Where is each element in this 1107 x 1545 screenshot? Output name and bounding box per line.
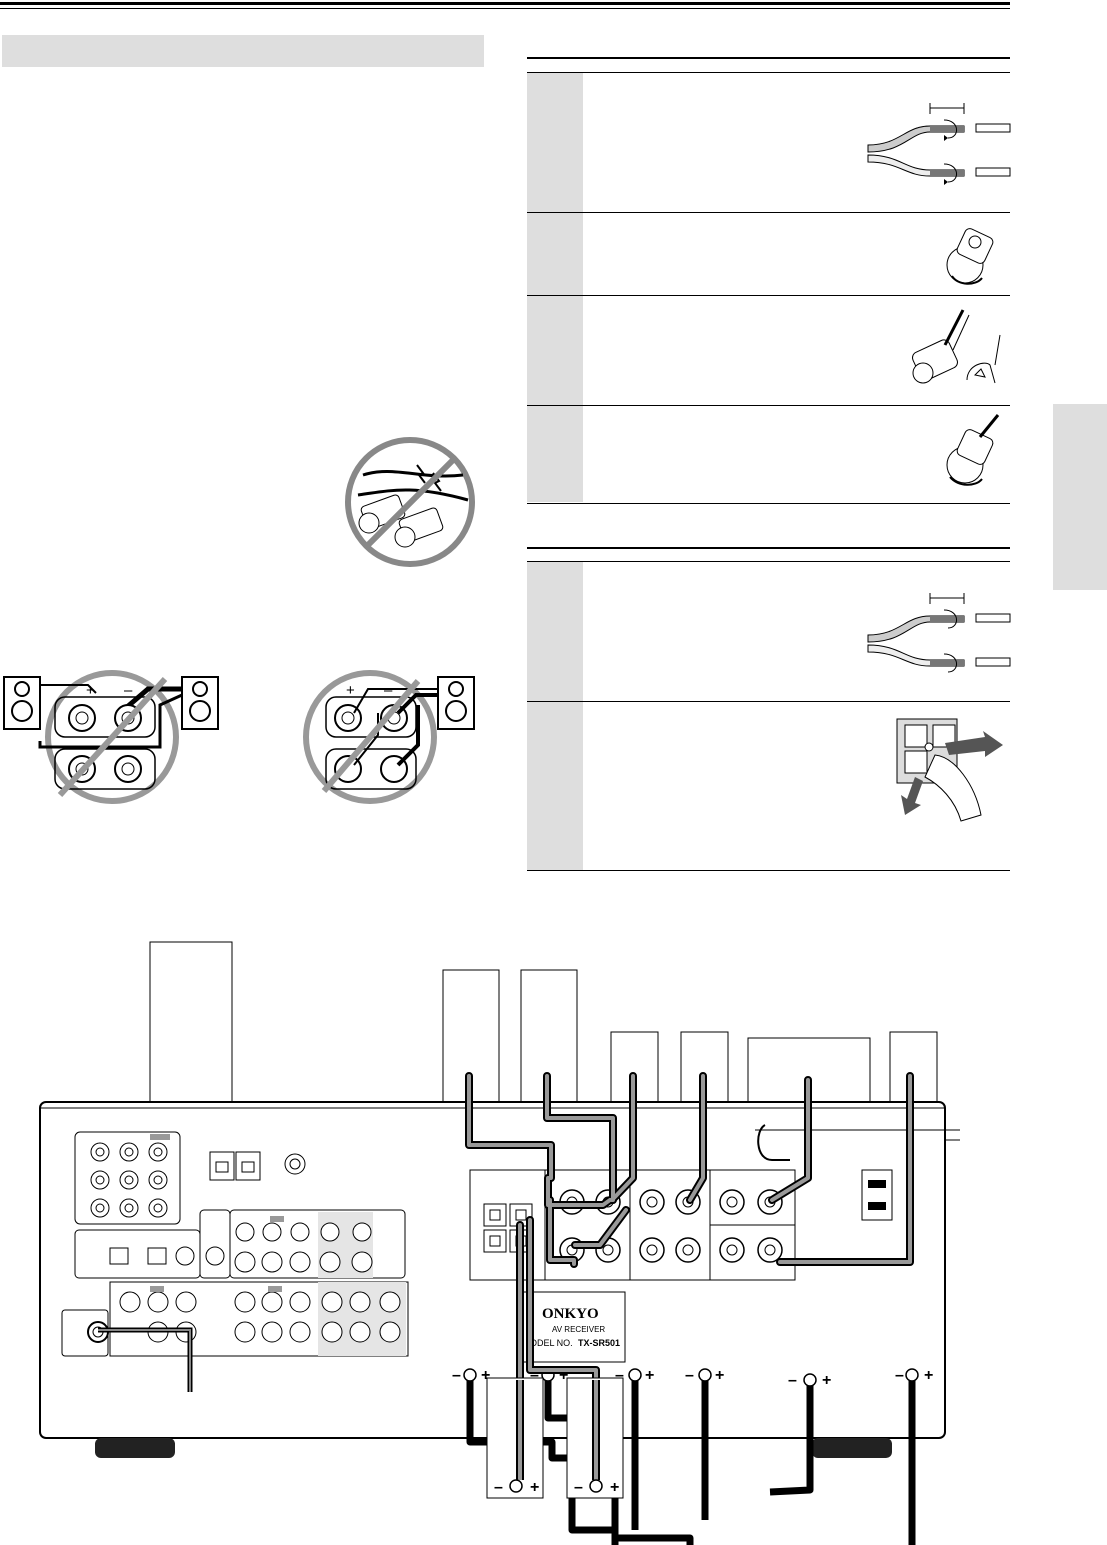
step-a1-number-cell	[527, 73, 583, 212]
step-a4-number-cell	[527, 406, 583, 502]
surround-back-minus: –	[895, 1367, 904, 1384]
no-short-circuit-illustration	[345, 437, 475, 567]
minus-label: –	[124, 682, 133, 699]
receiver-type-label: AV RECEIVER	[552, 1325, 605, 1334]
step-a1-separator	[527, 212, 1010, 213]
step-group-b-top-rule	[527, 547, 1010, 549]
step-b1-separator	[527, 701, 1010, 702]
minus-label-2: –	[384, 682, 393, 699]
step-group-a-bottom-rule	[527, 503, 1010, 504]
step-a3-number-cell	[527, 296, 583, 405]
step-b1-number-cell	[527, 562, 583, 701]
front-left-minus: –	[452, 1367, 461, 1384]
plus-label-2: +	[346, 682, 355, 699]
section-heading-bar	[2, 35, 484, 67]
header-rule-thin	[0, 8, 1010, 9]
surround-left-minus: –	[615, 1367, 624, 1384]
step-group-b-bottom-rule	[527, 870, 1010, 871]
front-left-plus: +	[481, 1367, 490, 1384]
rear-right-minus: –	[574, 1479, 583, 1496]
step-group-b-rule-2	[527, 561, 1010, 562]
rear-left-plus: +	[530, 1479, 539, 1496]
rear-left-minus: –	[494, 1479, 503, 1496]
model-prefix-label: ODEL NO.	[530, 1338, 573, 1348]
front-right-minus: –	[530, 1367, 539, 1384]
surround-right-minus: –	[685, 1367, 694, 1384]
brand-label: ONKYO	[542, 1306, 599, 1322]
surround-left-plus: +	[645, 1367, 654, 1384]
insert-wire-illustration	[912, 309, 1001, 384]
surround-right-plus: +	[715, 1367, 724, 1384]
surround-back-plus: +	[924, 1367, 933, 1384]
step-a2-separator	[527, 295, 1010, 296]
stripped-wire-illustration-b	[867, 593, 1011, 673]
step-a3-separator	[527, 405, 1010, 406]
step-group-a-top-rule	[527, 57, 1010, 59]
step-b2-number-cell	[527, 702, 583, 870]
rear-right-plus: +	[610, 1479, 619, 1496]
front-right-plus: +	[559, 1367, 568, 1384]
stripped-wire-illustration	[867, 103, 1011, 185]
terminal-unscrew-illustration	[946, 228, 994, 285]
step-group-a-rule-2	[527, 72, 1010, 73]
index-tab	[1053, 404, 1107, 590]
wrong-bridge-illustration: + –	[303, 670, 475, 804]
press-terminal-illustration	[896, 718, 1003, 822]
step-a2-number-cell	[527, 213, 583, 295]
model-number-label: TX-SR501	[578, 1338, 620, 1348]
center-minus: –	[788, 1372, 797, 1389]
center-plus: +	[822, 1372, 831, 1389]
header-rule	[0, 2, 1010, 5]
plus-label: +	[86, 682, 95, 699]
wrong-connection-illustration: + –	[3, 670, 219, 804]
terminal-tighten-illustration	[946, 414, 1000, 486]
